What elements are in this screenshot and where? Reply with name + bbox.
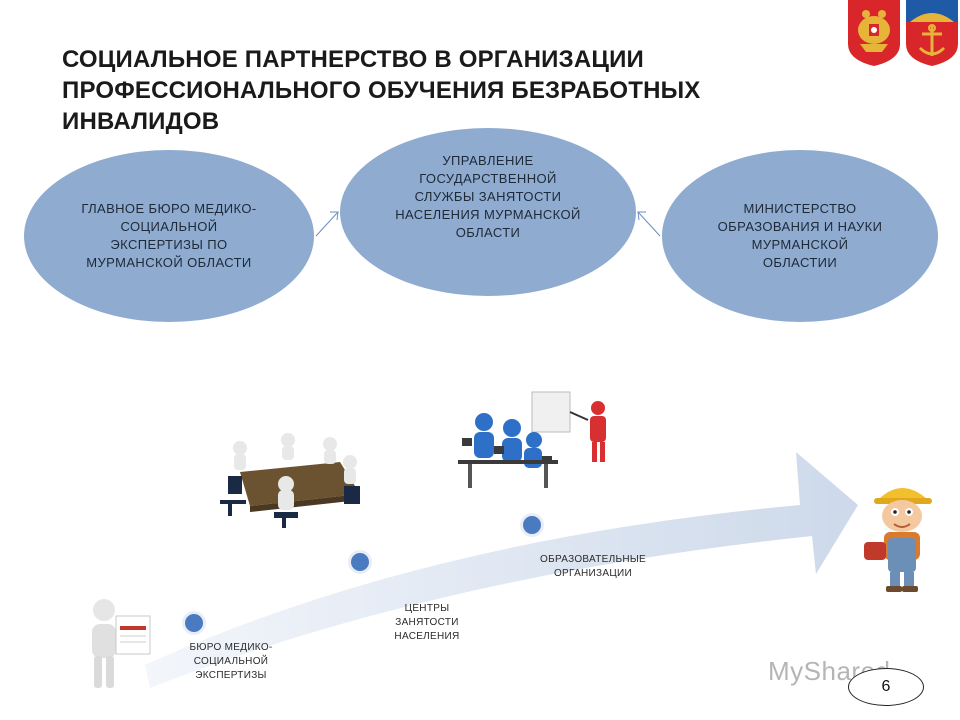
partner-label: ГЛАВНОЕ БЮРО МЕДИКО- СОЦИАЛЬНОЙ ЭКСПЕРТИ… <box>81 201 257 270</box>
meeting-table-illustration <box>210 432 374 532</box>
partner-label: МИНИСТЕРСТВО ОБРАЗОВАНИЯ И НАУКИ МУРМАНС… <box>717 201 883 270</box>
page-number: 6 <box>848 668 924 706</box>
coat-of-arms-russia-icon <box>846 0 902 66</box>
step-marker-dot <box>348 550 372 574</box>
partner-ellipse-medical-bureau: ГЛАВНОЕ БЮРО МЕДИКО- СОЦИАЛЬНОЙ ЭКСПЕРТИ… <box>24 150 314 322</box>
partner-label: УПРАВЛЕНИЕ ГОСУДАРСТВЕННОЙ СЛУЖБЫ ЗАНЯТО… <box>395 153 581 240</box>
person-with-document-illustration <box>82 596 154 696</box>
coat-of-arms-murmansk-icon <box>904 0 960 66</box>
step-label-medical-bureau: БЮРО МЕДИКО- СОЦИАЛЬНОЙ ЭКСПЕРТИЗЫ <box>189 642 273 681</box>
slide-title: СОЦИАЛЬНОЕ ПАРТНЕРСТВО В ОРГАНИЗАЦИИ ПРО… <box>62 46 701 135</box>
step-marker-dot <box>182 611 206 635</box>
worker-illustration <box>862 478 944 592</box>
classroom-illustration <box>458 390 622 496</box>
step-label-educational-orgs: ОБРАЗОВАТЕЛЬНЫЕ ОРГАНИЗАЦИИ <box>540 554 646 579</box>
partner-ellipse-employment-service: УПРАВЛЕНИЕ ГОСУДАРСТВЕННОЙ СЛУЖБЫ ЗАНЯТО… <box>340 128 636 296</box>
partner-ellipse-ministry-education: МИНИСТЕРСТВО ОБРАЗОВАНИЯ И НАУКИ МУРМАНС… <box>662 150 938 322</box>
step-label-employment-centers: ЦЕНТРЫ ЗАНЯТОСТИ НАСЕЛЕНИЯ <box>394 603 460 642</box>
step-marker-dot <box>520 513 544 537</box>
